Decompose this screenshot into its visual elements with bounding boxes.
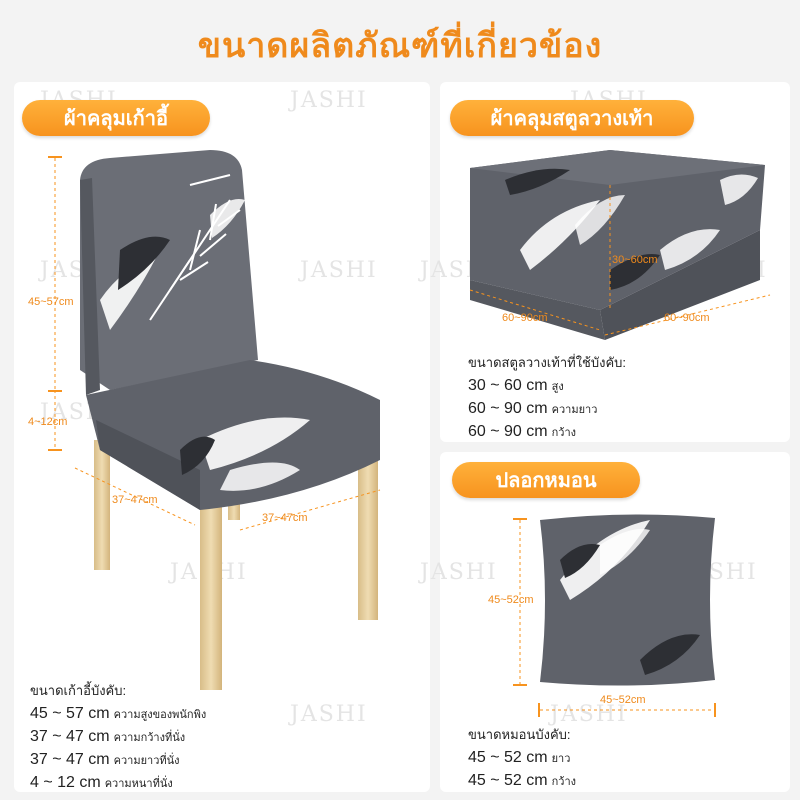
ottoman-spec-title: ขนาดสตูลวางเท้าที่ใช้บังคับ:: [468, 355, 627, 370]
watermark: JASHI: [290, 702, 368, 727]
chair-depth-dim: 37~47cm: [262, 512, 308, 524]
pillow-spec-title: ขนาดหมอนบังคับ:: [468, 727, 571, 742]
chair-thickness-dim: 4~12cm: [28, 416, 68, 428]
page-title: ขนาดผลิตภัณฑ์ที่เกี่ยวข้อง: [197, 26, 603, 66]
watermark: JASHI: [550, 702, 628, 727]
chair-width-dim: 37~47cm: [112, 494, 158, 506]
ottoman-cover-label: ผ้าคลุมสตูลวางเท้า: [450, 100, 694, 136]
chair-spec-title: ขนาดเก้าอี้บังคับ:: [30, 683, 127, 698]
pillow-height-dim: 45~52cm: [488, 594, 534, 606]
watermark: JASHI: [300, 258, 378, 283]
watermark: JASHI: [290, 88, 368, 113]
pillow-case-label: ปลอกหมอน: [452, 462, 640, 498]
ottoman-length-dim: 60~90cm: [502, 312, 548, 324]
ottoman-width-dim: 60~90cm: [664, 312, 710, 324]
chair-height-dim: 45~57cm: [28, 296, 74, 308]
ottoman-height-dim: 30~60cm: [612, 254, 658, 266]
watermark: JASHI: [420, 560, 498, 585]
chair-cover-label: ผ้าคลุมเก้าอี้: [22, 100, 210, 136]
pillow-width-dim: 45~52cm: [600, 694, 646, 706]
